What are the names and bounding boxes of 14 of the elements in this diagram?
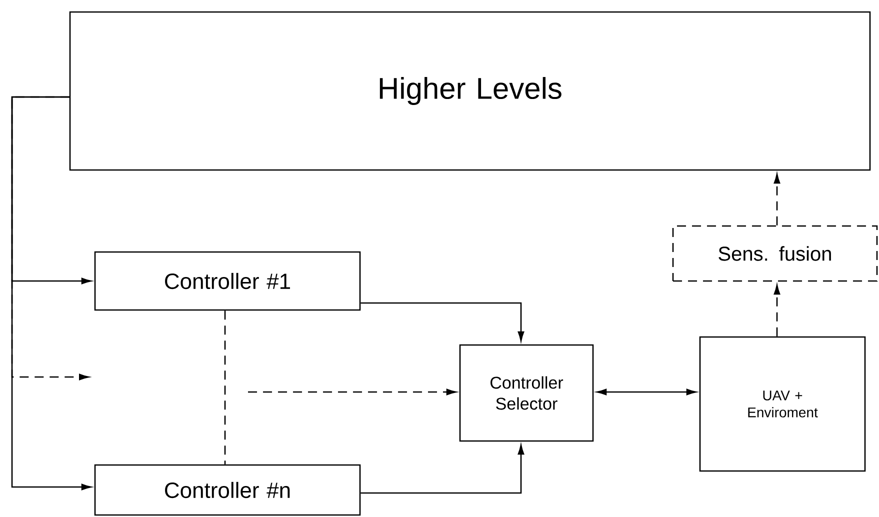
- arrow: [248, 388, 456, 396]
- arrow: [774, 174, 780, 226]
- process-box: Controller Selector: [459, 344, 594, 442]
- process-box: Controller #1: [94, 251, 361, 311]
- process-box: Sens. fusion: [672, 225, 878, 282]
- arrow: [596, 388, 696, 396]
- process-box: Higher Levels: [69, 11, 871, 171]
- arrow: [11, 96, 89, 380]
- arrow: [11, 96, 92, 490]
- arrow: [360, 444, 524, 494]
- process-box: Controller #n: [94, 464, 361, 516]
- process-box: UAV + Enviroment: [699, 336, 866, 472]
- arrow: [360, 302, 524, 342]
- arrow: [774, 284, 780, 336]
